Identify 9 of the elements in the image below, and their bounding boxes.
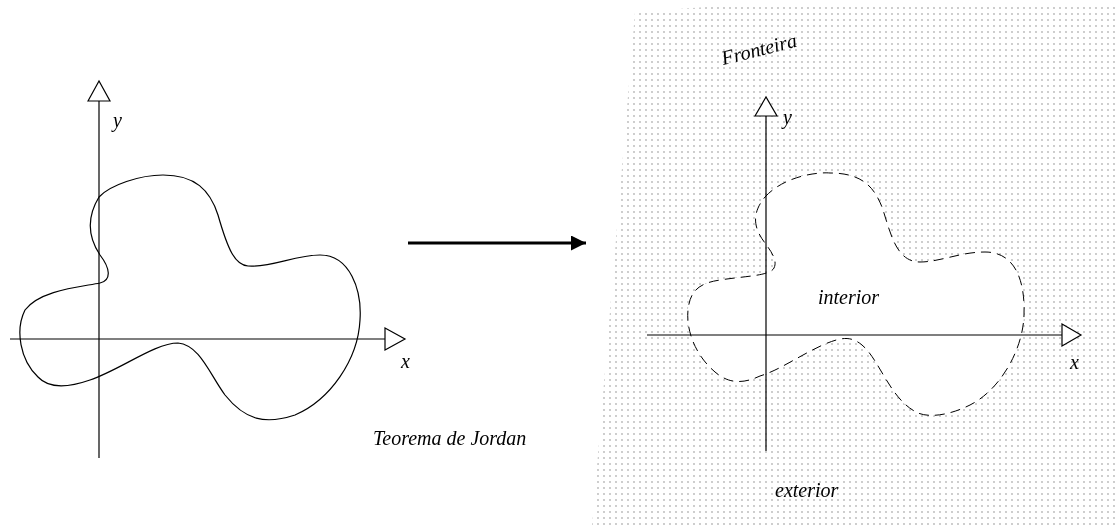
axis-label: x (401, 351, 410, 371)
axis-label: y (783, 107, 792, 127)
axis-label: y (113, 110, 122, 130)
region-label: interior (818, 287, 880, 307)
arrow (408, 235, 586, 251)
caption-text: Teorema de Jordan (373, 428, 527, 448)
region-label: exterior (775, 480, 839, 500)
boundary-label: Fronteira (719, 29, 799, 68)
axis-label: x (1070, 352, 1079, 372)
